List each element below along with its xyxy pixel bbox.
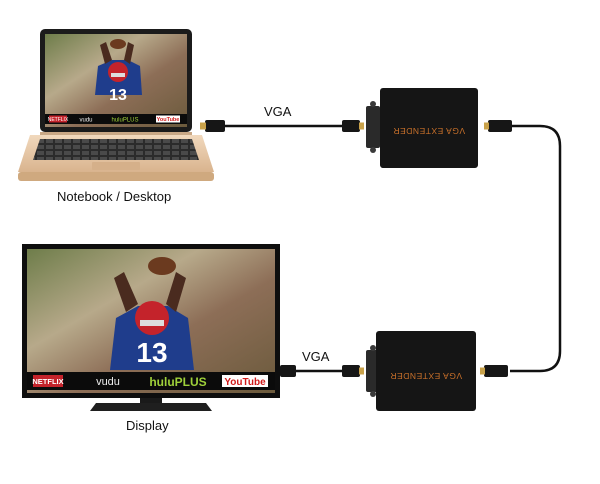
football-player-image: 13 — [95, 39, 142, 104]
tv-stand — [90, 403, 212, 411]
netflix-logo: NETFLIX — [48, 117, 69, 123]
netflix-logo: NETFLIX — [32, 377, 63, 386]
laptop-icon: 13 NETFLIX vudu huluPLUS YouTube — [18, 29, 214, 181]
football-player-image: 13 — [110, 257, 194, 370]
keyboard — [33, 139, 199, 160]
tv-icon: 13 NETFLIX vudu huluPLUS YouTube — [22, 244, 280, 411]
vga-label-top: VGA — [264, 104, 292, 119]
jersey-number: 13 — [109, 87, 127, 104]
youtube-logo: YouTube — [157, 117, 180, 123]
display-label: Display — [126, 418, 169, 433]
trackpad — [92, 162, 140, 170]
vga-cable — [222, 124, 562, 373]
vga-port — [366, 106, 380, 148]
notebook-label: Notebook / Desktop — [57, 189, 172, 204]
hulu-logo: huluPLUS — [111, 118, 138, 124]
app-bar — [45, 114, 187, 124]
vga-extender-icon — [380, 88, 478, 168]
app-bar — [27, 372, 275, 390]
youtube-logo: YouTube — [224, 377, 266, 388]
vudu-logo: vudu — [79, 118, 92, 124]
vga-label-bottom: VGA — [302, 349, 330, 364]
vga-extender-icon — [376, 331, 476, 411]
extender-label: VGA EXTENDER — [393, 126, 465, 136]
vga-extender-bottom: VGA EXTENDER — [366, 331, 476, 411]
vudu-logo: vudu — [96, 376, 120, 388]
hulu-logo: huluPLUS — [149, 375, 206, 389]
cable-connectors — [200, 120, 512, 377]
vga-extender-top: VGA EXTENDER — [366, 88, 478, 168]
extender-label: VGA EXTENDER — [390, 371, 462, 381]
jersey-number: 13 — [136, 337, 167, 368]
